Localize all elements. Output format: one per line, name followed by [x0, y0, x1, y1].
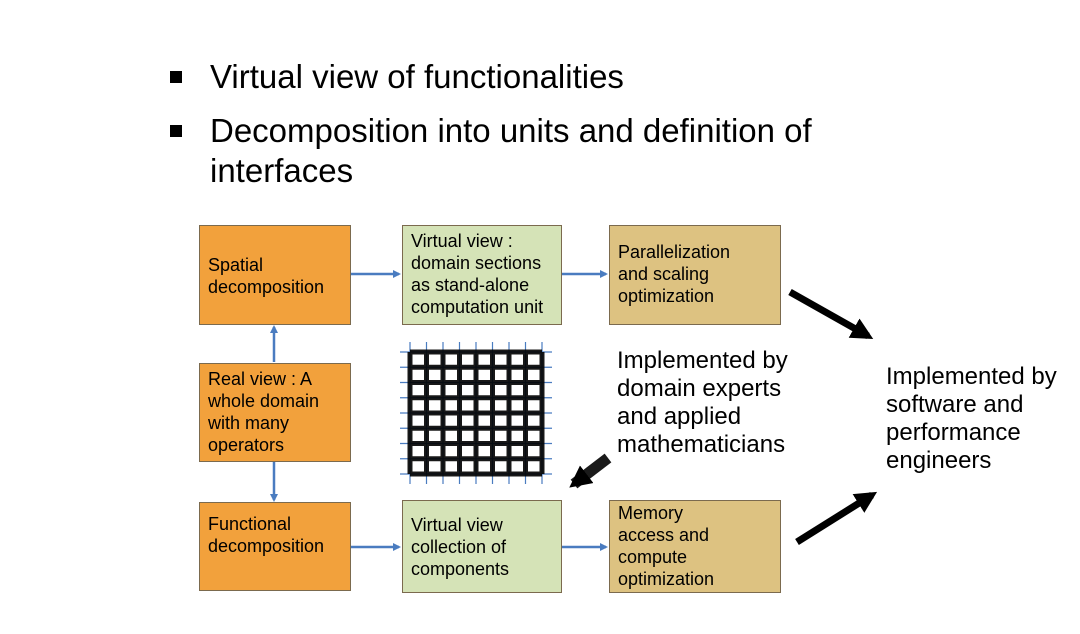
bullet-text: Decomposition into units and definition … — [210, 112, 812, 189]
bullet-text: Virtual view of functionalities — [210, 58, 624, 95]
arrow-parallelization-to-engineers — [788, 288, 874, 340]
virtual-view-components-box: Virtual view collection of components — [402, 500, 562, 593]
arrow-memory-to-engineers — [795, 491, 878, 545]
spatial-decomposition-box: Spatial decomposition — [199, 225, 351, 325]
virtual-view-sections-box: Virtual view : domain sections as stand-… — [402, 225, 562, 325]
parallelization-box: Parallelization and scaling optimization — [609, 225, 781, 325]
arrow-to-virtual-components — [569, 453, 612, 489]
memory-optimization-box: Memory access and compute optimization — [609, 500, 781, 593]
bullet-list: Virtual view of functionalities Decompos… — [0, 0, 1080, 200]
domain-grid-icon — [400, 342, 552, 484]
real-view-box: Real view : A whole domain with many ope… — [199, 363, 351, 462]
domain-experts-note: Implemented by domain experts and applie… — [617, 347, 788, 458]
square-bullet-icon — [170, 125, 182, 137]
functional-decomposition-box: Functional decomposition — [199, 502, 351, 591]
software-engineers-note: Implemented by software and performance … — [886, 363, 1057, 474]
square-bullet-icon — [170, 71, 182, 83]
